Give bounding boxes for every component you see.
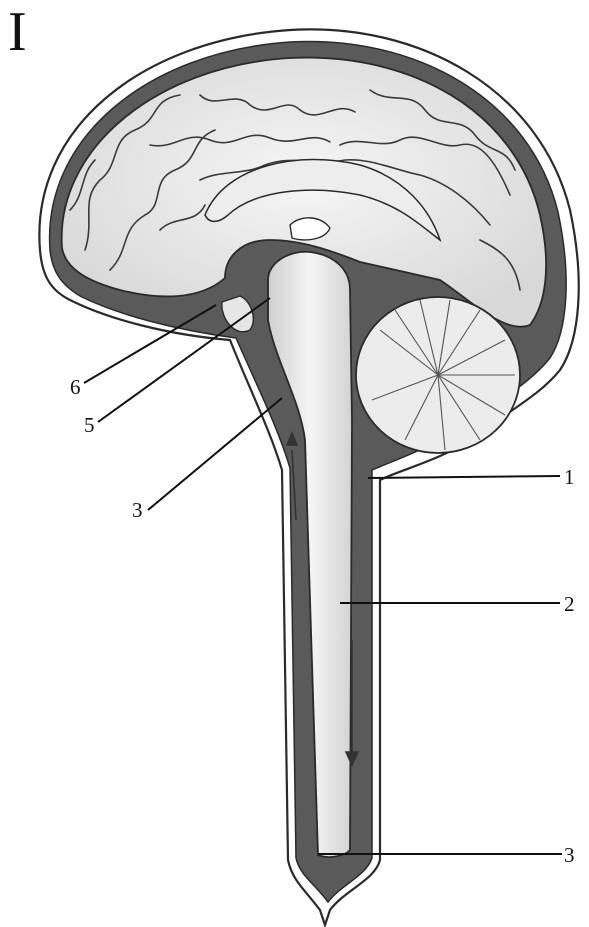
label-5: 5: [84, 413, 95, 437]
label-1: 1: [564, 465, 575, 489]
label-6: 6: [70, 375, 81, 399]
label-3-lower: 3: [564, 843, 575, 867]
label-2: 2: [564, 592, 575, 616]
cerebellum: [356, 297, 520, 453]
leader-3-upper: [148, 398, 282, 510]
leader-1: [368, 476, 560, 478]
label-3-upper: 3: [132, 498, 143, 522]
